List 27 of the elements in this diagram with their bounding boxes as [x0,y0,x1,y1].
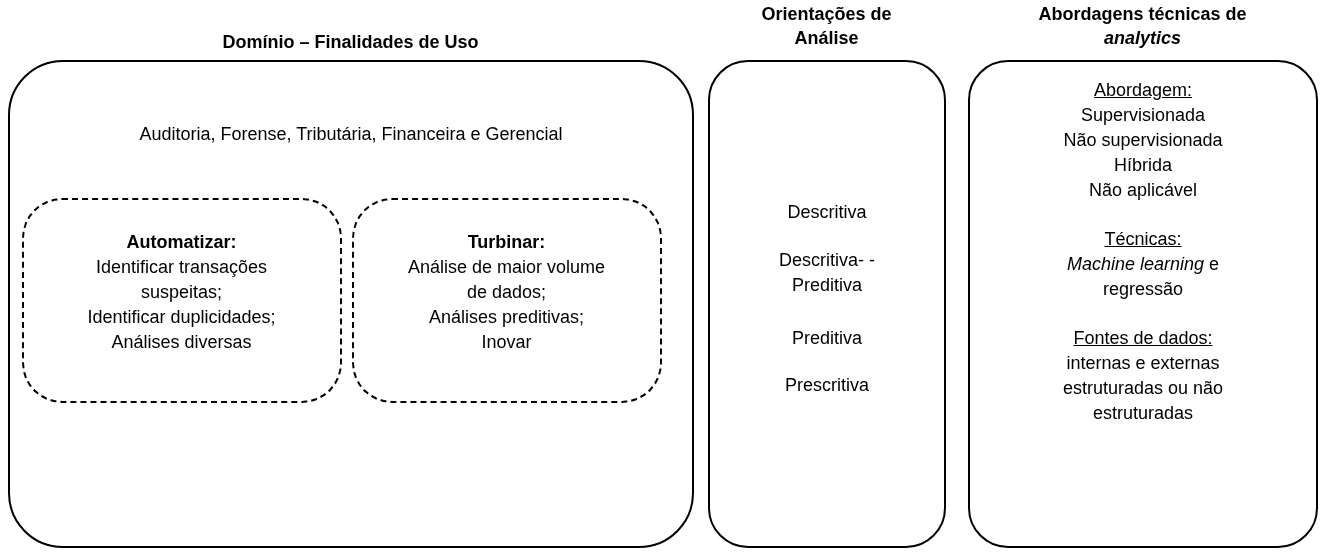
section-heading: Abordagem: [1093,79,1193,102]
column-heading: Domínio – Finalidades de Uso [221,31,480,54]
column-heading: Orientações de Análise [760,2,893,50]
group-item: Análises preditivas; [428,305,585,329]
approach-item: Não supervisionada [1063,129,1223,152]
section-heading: Técnicas: [1104,228,1182,251]
orientation-item: Descritiva [786,201,868,224]
group-item: Identificar transações suspeitas; [94,255,269,304]
domain-list-text: Auditoria, Forense, Tributária, Financeira e Gerencial [138,123,564,146]
dashed-group-box [21,197,342,403]
group-heading: Turbinar: [467,230,546,254]
approach-item: Híbrida [1114,154,1172,177]
approach-item: Supervisionada [1080,104,1206,127]
orientation-item: Preditiva [791,327,863,350]
dashed-group-box [351,197,662,403]
group-item: Identificar duplicidades; [87,305,276,329]
group-heading: Automatizar: [126,230,237,254]
orientation-item: Prescritiva [784,374,870,397]
group-item: Análises diversas [111,330,252,354]
group-item: Análise de maior volume de dados; [406,255,607,304]
section-heading: Fontes de dados: [1073,327,1213,350]
approach-item: Não aplicável [1088,179,1198,202]
column-heading: Abordagens técnicas de analytics [1037,2,1248,50]
orientation-item: Descritiva- -Preditiva [778,249,876,297]
group-item: Inovar [481,330,532,354]
technique-text: Machine learning e regressão [1065,253,1221,301]
data-source-text: internas e externas estruturadas ou não estruturadas [1061,352,1225,425]
